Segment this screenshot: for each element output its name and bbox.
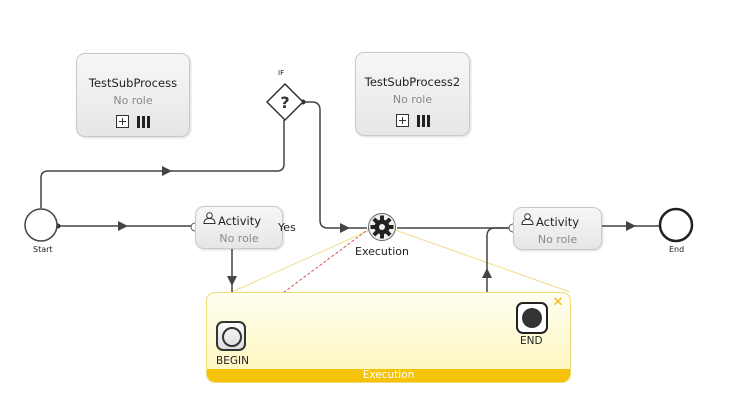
start-label: Start xyxy=(33,245,53,254)
flow-arrow xyxy=(227,276,237,286)
subflow-end-node[interactable] xyxy=(516,302,548,334)
flow-arrow xyxy=(626,221,636,231)
gear-icon[interactable] xyxy=(367,212,397,242)
expand-icon[interactable] xyxy=(395,114,409,127)
parallel-bars-icon xyxy=(416,115,430,127)
gateway-diamond[interactable] xyxy=(265,82,305,122)
activity-role: No role xyxy=(537,233,578,246)
execution-label: Execution xyxy=(355,245,409,258)
subprocess-role: No role xyxy=(392,93,433,106)
user-icon xyxy=(521,213,534,225)
subprocess-role: No role xyxy=(113,94,153,107)
activity-title: Activity xyxy=(536,215,580,229)
activity-role: No role xyxy=(219,232,259,245)
subprocess-box[interactable]: TestSubProcess No role xyxy=(76,53,190,137)
subprocess-title: TestSubProcess2 xyxy=(364,75,461,89)
flow-arrow xyxy=(118,221,128,231)
subprocess-box[interactable]: TestSubProcess2 No role xyxy=(355,52,470,136)
parallel-bars-icon xyxy=(137,116,150,128)
gateway-symbol: ? xyxy=(280,93,289,112)
end-label: End xyxy=(669,245,685,254)
start-event[interactable] xyxy=(24,208,58,242)
edge-label-yes: Yes xyxy=(278,221,296,234)
end-event[interactable] xyxy=(658,207,694,243)
gateway-label: IF xyxy=(278,69,285,77)
flow-arrow xyxy=(340,223,350,233)
subflow-begin-label: BEGIN xyxy=(216,355,249,367)
flow-arrow xyxy=(482,268,492,278)
subflow-begin-node[interactable] xyxy=(216,321,246,351)
subprocess-title: TestSubProcess xyxy=(88,76,178,90)
activity-box[interactable]: Activity No role xyxy=(513,207,602,250)
user-icon xyxy=(203,212,216,224)
activity-box[interactable]: Activity No role xyxy=(195,206,283,249)
flow-gateway-to-execution xyxy=(303,101,367,229)
activity-title: Activity xyxy=(218,214,262,228)
close-icon[interactable]: ✕ xyxy=(552,295,564,310)
subflow-end-label: END xyxy=(520,335,543,347)
subflow-title: Execution xyxy=(207,369,570,382)
execution-relation-line xyxy=(394,229,571,293)
expand-icon[interactable] xyxy=(116,115,129,128)
execution-relation-line xyxy=(231,229,371,293)
execution-subflow[interactable]: Execution xyxy=(206,292,571,383)
flow-arrow xyxy=(162,166,172,176)
